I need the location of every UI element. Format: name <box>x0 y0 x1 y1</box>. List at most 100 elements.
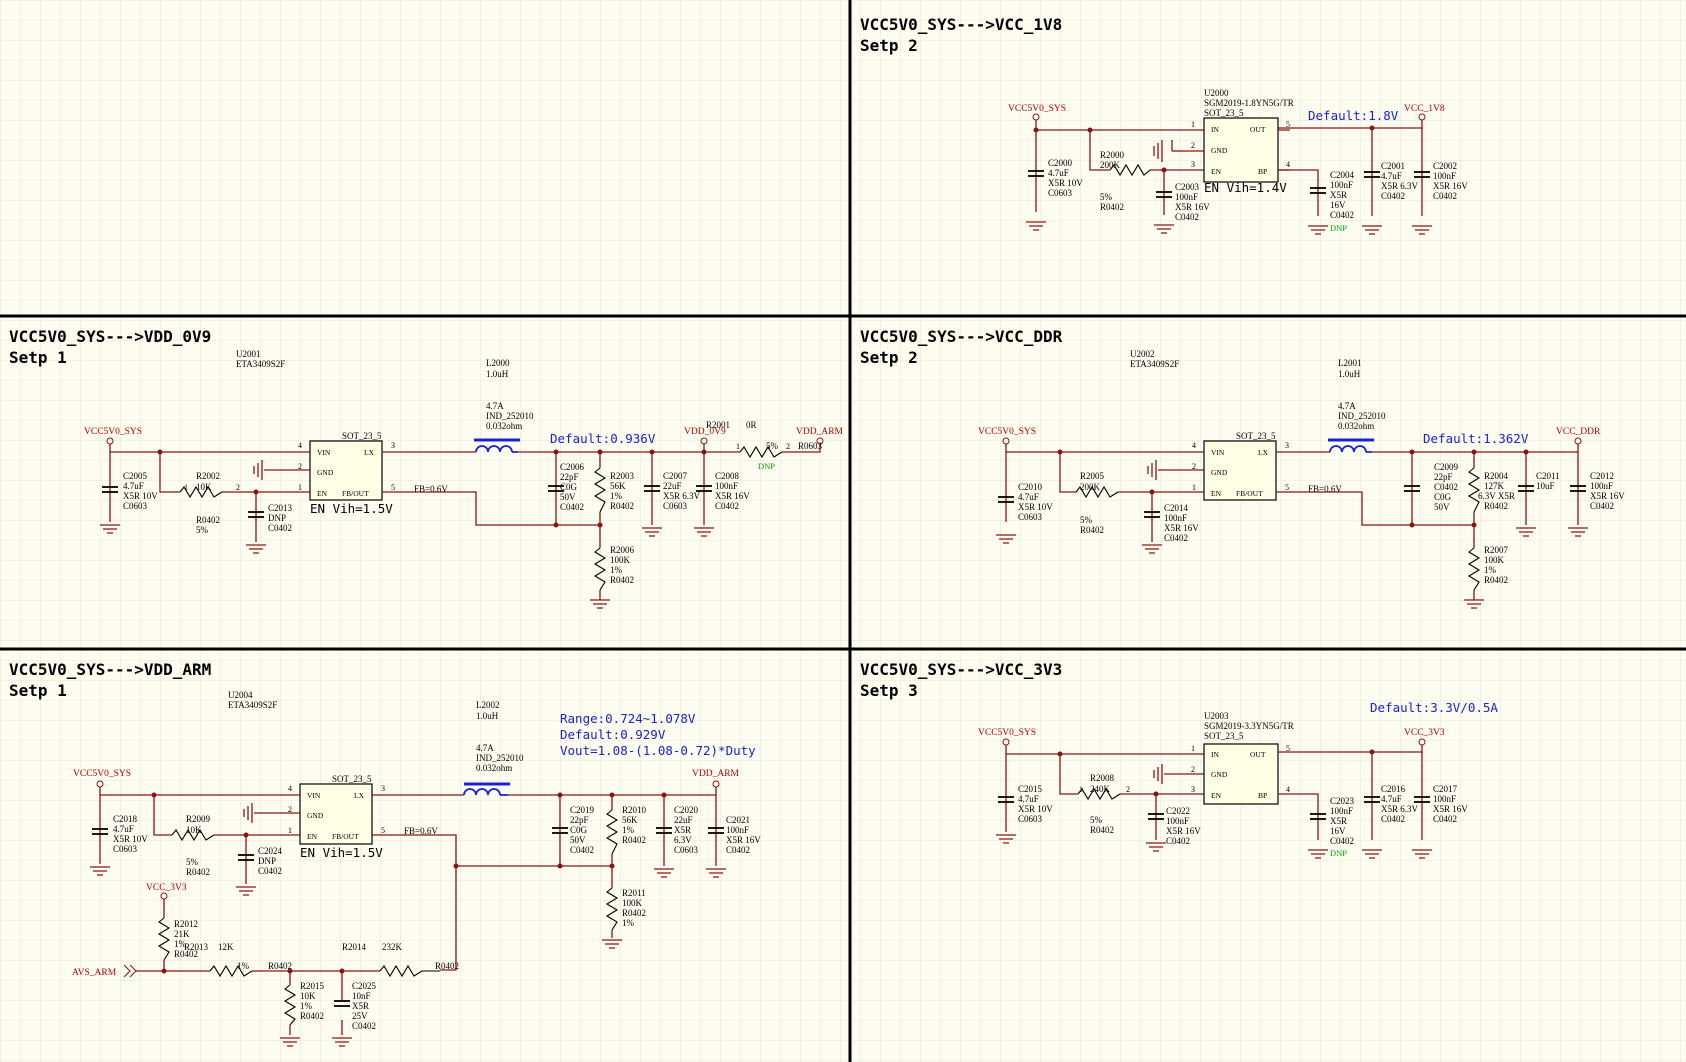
component-label: C2014 <box>1164 503 1189 513</box>
svg-text:1: 1 <box>298 483 302 492</box>
ground-icon <box>590 599 610 609</box>
component-label: X5R 10V <box>1018 804 1053 814</box>
svg-text:5: 5 <box>391 483 395 492</box>
net-label-vcc-3v3: VCC_3V3 <box>146 883 187 893</box>
component-label: 21K <box>174 929 190 939</box>
component-label: 200K <box>1100 160 1121 170</box>
component-label: C0603 <box>1048 188 1073 198</box>
component-label: C0603 <box>1018 512 1043 522</box>
component-label: C2012 <box>1590 471 1614 481</box>
inductor-l2001 <box>1329 445 1372 453</box>
component-label: 100nF <box>1433 794 1456 804</box>
section-titles: VCC5V0_SYS--->VCC_1V8 Setp 2 VCC5V0_SYS-… <box>9 15 1063 700</box>
component-label: IND_252010 <box>476 753 524 763</box>
component-label: 1% <box>622 918 635 928</box>
resistor-r2014 <box>379 964 440 978</box>
component-label: 0.032ohm <box>1338 421 1374 431</box>
ic-part: ETA3409S2F <box>236 359 285 369</box>
component-label: R2015 <box>300 981 325 991</box>
resistor-r2004 <box>1467 467 1481 513</box>
component-label: 1.0uH <box>1338 369 1361 379</box>
resistor-r2002 <box>179 485 223 499</box>
svg-text:1: 1 <box>1191 744 1195 753</box>
component-label: 4.7uF <box>1048 168 1069 178</box>
resistor-r2010 <box>605 809 619 855</box>
component-label: R2002 <box>196 471 220 481</box>
circuit-vdd0v9: VCC5V0_SYS VDD_0V9 VDD_ARM Default:0.936… <box>84 349 844 609</box>
component-label: C0402 <box>1330 836 1354 846</box>
component-label: R0402 <box>268 961 292 971</box>
component-label: R0402 <box>196 515 220 525</box>
component-label: X5R 10V <box>1018 502 1053 512</box>
ground-icon <box>1464 599 1484 609</box>
component-label: C2009 <box>1434 462 1459 472</box>
default-note: Default:3.3V/0.5A <box>1370 700 1498 715</box>
ground-icon <box>602 939 622 949</box>
net-label-vcc5v0-sys: VCC5V0_SYS <box>1008 104 1066 114</box>
svg-text:1: 1 <box>1079 785 1083 794</box>
ground-icon <box>236 886 256 896</box>
ground-icon <box>246 544 266 554</box>
ground-icon <box>654 868 674 878</box>
component-label: R0402 <box>622 835 646 845</box>
component-label: 1% <box>300 1001 313 1011</box>
component-label: C0402 <box>560 502 584 512</box>
component-label: C0402 <box>726 845 750 855</box>
pin-bp: BP <box>1258 167 1267 176</box>
component-label: C2008 <box>715 471 740 481</box>
fb-note: FB=0.6V <box>414 484 448 494</box>
component-label: 4.7uF <box>1381 794 1402 804</box>
ic-part: SGM2019-1.8YN5G/TR <box>1204 98 1294 108</box>
circuit-vcc1v8: VCC5V0_SYS VCC_1V8 Default:1.8V U2000 SG… <box>1008 88 1468 235</box>
title-vddarm: VCC5V0_SYS--->VDD_ARM <box>9 660 211 679</box>
component-label: C2022 <box>1166 806 1190 816</box>
fb-note: FB=0.6V <box>1308 484 1342 494</box>
component-label: 1% <box>610 491 623 501</box>
component-label: C0402 <box>1175 212 1199 222</box>
component-label: C2011 <box>1536 471 1560 481</box>
svg-text:4: 4 <box>298 441 302 450</box>
ground-icon <box>1154 224 1174 234</box>
pin-lx: LX <box>1258 448 1269 457</box>
dnp-mark: DNP <box>1330 848 1347 858</box>
component-label: X5R 10V <box>113 834 148 844</box>
component-label: R0402 <box>1484 501 1508 511</box>
component-label: DNP <box>268 513 286 523</box>
svg-text:3: 3 <box>1285 441 1289 450</box>
ground-icon <box>1308 849 1328 859</box>
ic-u2002 <box>1203 440 1277 501</box>
component-label: X5R <box>1330 190 1347 200</box>
component-label: C0402 <box>1166 836 1190 846</box>
component-label: X5R 16V <box>1166 826 1201 836</box>
pin-gnd: GND <box>317 468 334 477</box>
component-label: 200K <box>1080 482 1101 492</box>
component-label: 5% <box>196 525 209 535</box>
component-label: X5R 6.3V <box>1381 804 1419 814</box>
ic-ref: U2000 <box>1204 88 1229 98</box>
component-label: 100nF <box>715 481 738 491</box>
component-label: C0603 <box>1018 814 1043 824</box>
net-label-vcc5v0-sys: VCC5V0_SYS <box>978 427 1036 437</box>
component-label: C2000 <box>1048 158 1073 168</box>
component-label: X5R <box>674 825 691 835</box>
component-label: 16V <box>1330 200 1346 210</box>
pin-fb: FB/OUT <box>332 832 359 841</box>
default-note: Default:1.8V <box>1308 108 1399 123</box>
component-label: R0402 <box>1080 525 1104 535</box>
ground-icon <box>1412 849 1432 859</box>
ground-icon <box>1153 764 1172 784</box>
component-label: 22pF <box>1434 472 1453 482</box>
ground-icon <box>280 1037 300 1047</box>
ground-icon <box>996 534 1016 544</box>
component-label: 5% <box>186 857 199 867</box>
svg-text:4: 4 <box>1192 441 1196 450</box>
resistor-r2012 <box>157 917 171 961</box>
svg-text:5: 5 <box>1286 744 1290 753</box>
net-label-vdd-arm: VDD_ARM <box>692 769 740 779</box>
component-label: 100nF <box>1330 806 1353 816</box>
component-label: C2006 <box>560 462 585 472</box>
component-label: X5R 16V <box>726 835 761 845</box>
ground-icon <box>90 866 110 876</box>
circuit-vccddr: VCC5V0_SYS VCC_DDR Default:1.362V U2002 … <box>978 349 1625 609</box>
